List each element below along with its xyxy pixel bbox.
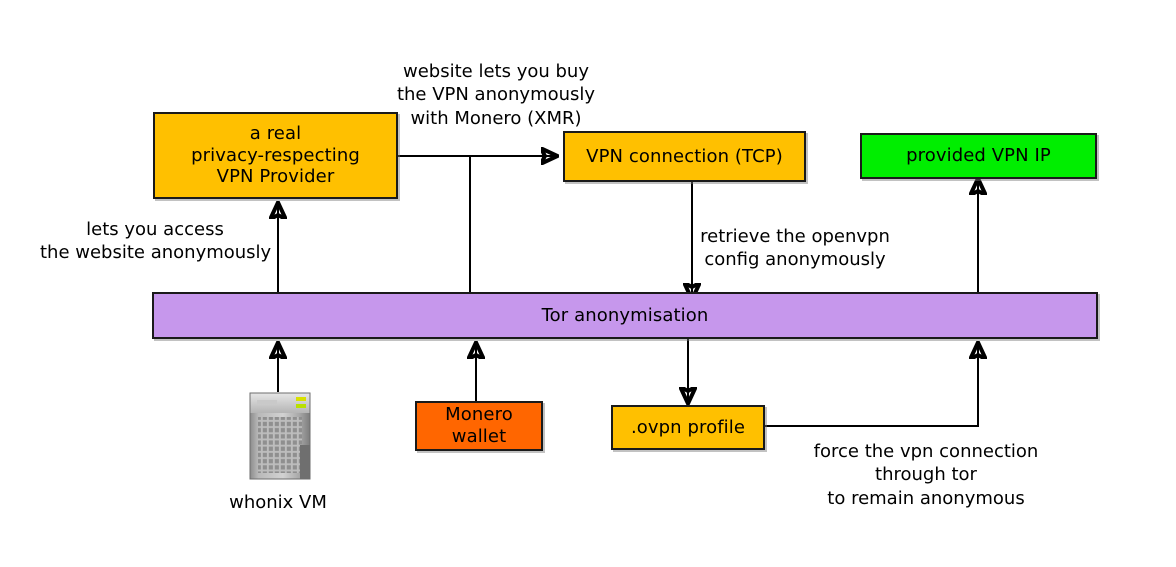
node-tor-label: Tor anonymisation bbox=[541, 304, 709, 326]
node-monero-line1: Monero bbox=[445, 404, 513, 426]
node-vpn-provider[interactable]: a real privacy-respecting VPN Provider bbox=[153, 112, 398, 199]
node-provided-vpn-ip-label: provided VPN IP bbox=[906, 145, 1051, 167]
server-tower-icon bbox=[244, 390, 316, 480]
node-vpn-provider-label: a real privacy-respecting VPN Provider bbox=[191, 123, 360, 189]
edge-ovpn-to-tor bbox=[765, 344, 978, 427]
node-vpn-connection[interactable]: VPN connection (TCP) bbox=[563, 131, 806, 182]
node-vpn-provider-line2: privacy-respecting bbox=[191, 144, 360, 166]
caption-lets-you-access: lets you access the website anonymously bbox=[40, 219, 272, 264]
node-vpn-provider-line3: VPN Provider bbox=[216, 166, 335, 188]
node-ovpn-profile[interactable]: .ovpn profile bbox=[611, 405, 765, 450]
node-monero-line2: wallet bbox=[451, 426, 507, 447]
node-vpn-connection-label: VPN connection (TCP) bbox=[586, 145, 783, 167]
label-whonix-vm: whonix VM bbox=[229, 492, 327, 513]
node-monero-wallet[interactable]: Monero wallet bbox=[415, 401, 543, 451]
node-tor-anonymisation[interactable]: Tor anonymisation bbox=[152, 292, 1098, 339]
caption-retrieve-config: retrieve the openvpn config anonymously bbox=[700, 226, 890, 271]
node-ovpn-profile-label: .ovpn profile bbox=[630, 416, 746, 438]
caption-buy-vpn: website lets you buy the VPN anonymously… bbox=[396, 61, 596, 129]
node-provided-vpn-ip[interactable]: provided VPN IP bbox=[860, 133, 1097, 179]
node-monero-wallet-label: Monero wallet bbox=[445, 404, 513, 448]
node-vpn-provider-line1: a real bbox=[249, 122, 302, 144]
caption-force-through-tor: force the vpn connection through tor to … bbox=[813, 441, 1039, 509]
